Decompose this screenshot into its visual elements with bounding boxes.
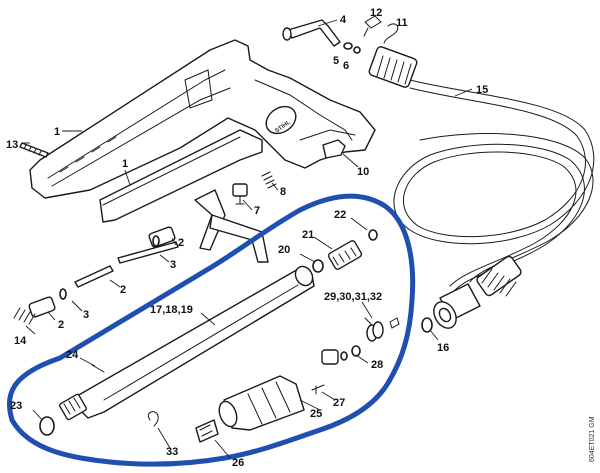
label-3-a: 3: [170, 259, 176, 271]
valve-lever: [194, 189, 269, 263]
label-6: 6: [343, 60, 349, 72]
label-16: 16: [437, 342, 449, 354]
seal-kit-29-32: [364, 317, 400, 342]
label-2-b: 2: [120, 284, 126, 296]
label-13: 13: [6, 139, 18, 151]
label-12: 12: [370, 7, 382, 19]
label-20: 20: [278, 244, 290, 256]
valve-seat-2c: [28, 288, 67, 318]
label-33: 33: [166, 446, 178, 458]
screw-13: [19, 142, 49, 158]
o-ring-20: [312, 259, 324, 273]
label-28: 28: [371, 359, 383, 371]
spring-8: [261, 171, 277, 189]
o-ring-16: [421, 317, 433, 333]
brand-logo: STIHL: [265, 105, 297, 135]
o-ring-6: [353, 46, 361, 54]
drawing-code: 604ET021 GM: [589, 416, 596, 462]
label-4: 4: [340, 14, 347, 26]
label-10: 10: [357, 166, 369, 178]
leader-lines: [22, 19, 473, 459]
pin-24: [91, 364, 105, 373]
label-26: 26: [232, 457, 244, 469]
label-8: 8: [280, 186, 286, 198]
angled-fitting: [282, 19, 341, 47]
label-1-lower: 1: [122, 158, 128, 170]
hose-assembly: [368, 46, 595, 333]
hose-spring-top: [368, 46, 418, 88]
spray-tube: [59, 265, 315, 421]
o-ring-5: [343, 42, 353, 50]
valve-rod-2b: [74, 265, 114, 288]
label-25: 25: [310, 408, 322, 420]
handle-half-lower: [99, 129, 263, 223]
spring-14: [13, 307, 36, 325]
label-1-upper: 1: [54, 126, 60, 138]
pin-7: [232, 183, 248, 205]
trigger-lever: [322, 139, 346, 159]
label-3-b: 3: [83, 309, 89, 321]
label-15: 15: [476, 84, 488, 96]
nozzle-assembly-25: [218, 375, 305, 431]
o-ring-22: [368, 229, 378, 241]
label-27: 27: [333, 397, 345, 409]
valve-rod-3a: [117, 241, 179, 264]
valve-stem-2a: [148, 226, 176, 248]
clip-33: [147, 411, 159, 427]
highlight-outline: [7, 193, 416, 467]
label-11: 11: [396, 17, 408, 29]
label-29-32: 29,30,31,32: [324, 291, 382, 303]
label-7: 7: [254, 205, 260, 217]
fitting-21: [327, 240, 363, 270]
clip-11: [383, 23, 399, 44]
label-24: 24: [66, 349, 79, 361]
label-2-c: 2: [58, 319, 64, 331]
pin-27: [311, 384, 325, 395]
o-ring-23: [39, 416, 55, 436]
trigger-gun-housing: STIHL: [29, 39, 376, 199]
hose-spring-bottom: [476, 255, 522, 297]
clip-12: [363, 15, 382, 37]
label-23: 23: [10, 400, 22, 412]
label-17-18-19: 17,18,19: [150, 304, 193, 316]
label-5: 5: [333, 55, 339, 67]
label-14: 14: [14, 335, 27, 347]
label-21: 21: [302, 229, 314, 241]
plate-26: [195, 419, 219, 443]
hose-nut: [433, 283, 481, 329]
nozzle-28: [321, 345, 361, 365]
part-labels: 1 1 2 2 2 3 3 4 5 6 7 8 10 11 12 13 14 1…: [6, 7, 488, 469]
label-2-a: 2: [178, 237, 184, 249]
label-22: 22: [334, 209, 346, 221]
